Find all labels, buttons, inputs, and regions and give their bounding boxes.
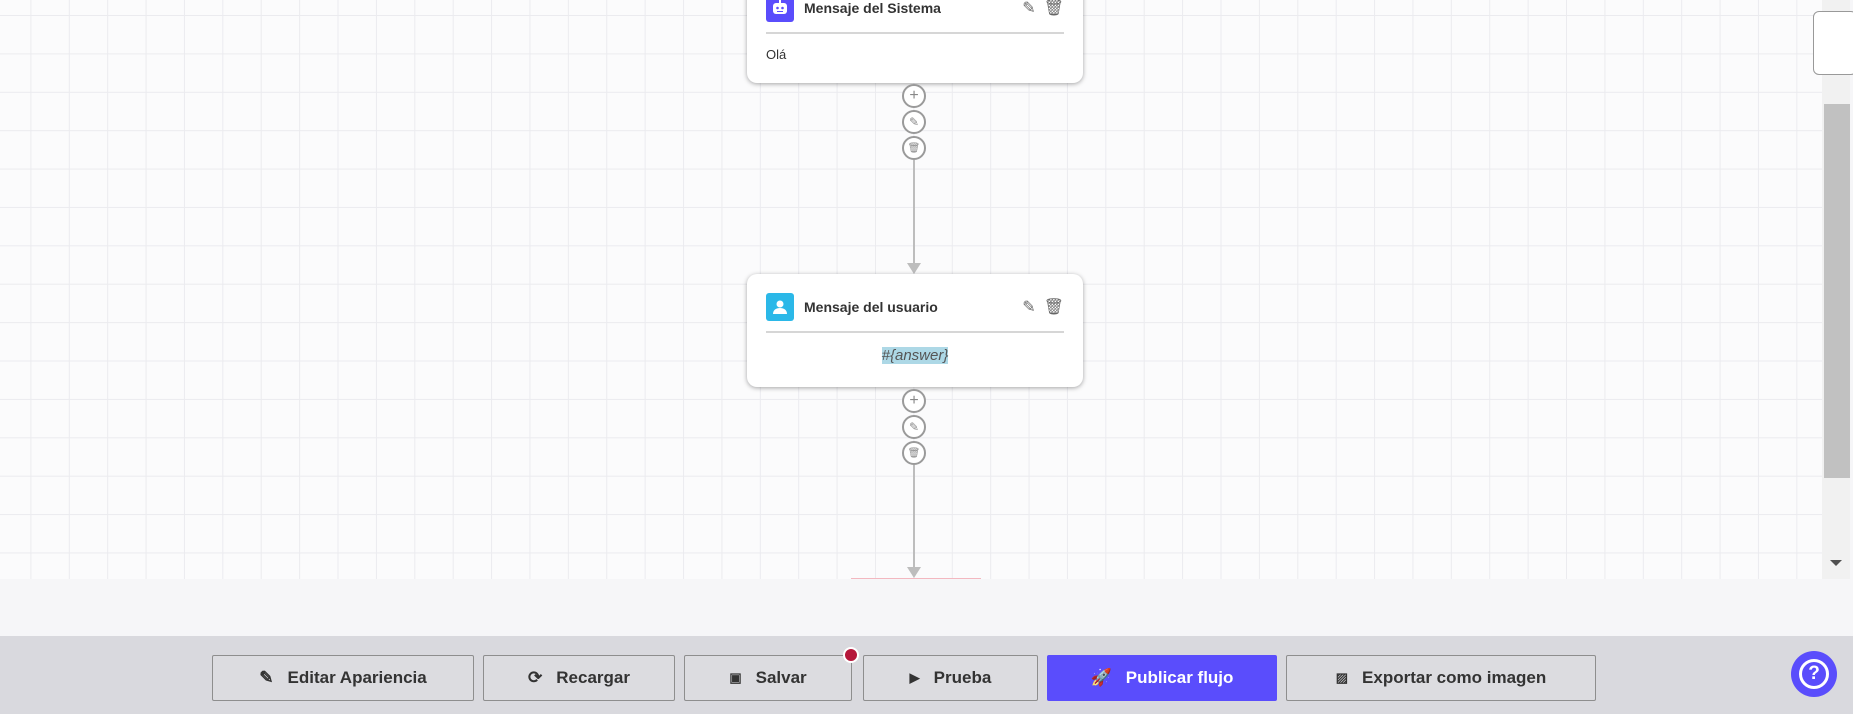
edit-icon: ✎	[259, 668, 274, 687]
edit-connection-button[interactable]: ✎	[902, 415, 926, 439]
button-label: Recargar	[556, 668, 630, 687]
connector-line	[913, 160, 915, 264]
button-label: Editar Apariencia	[287, 668, 427, 687]
add-node-button[interactable]: +	[902, 84, 926, 108]
user-icon	[766, 293, 794, 321]
node-title: Mensaje del usuario	[804, 299, 938, 315]
button-label: Salvar	[755, 668, 807, 687]
trash-icon[interactable]: 🗑	[1043, 299, 1064, 316]
reload-button[interactable]: ⟳ Recargar	[483, 655, 675, 701]
trash-icon: 🗑	[907, 447, 921, 459]
connector-arrow	[907, 567, 921, 578]
unsaved-indicator	[843, 647, 859, 663]
vertical-scrollbar[interactable]	[1822, 0, 1850, 579]
minimap-panel[interactable]	[1813, 11, 1853, 75]
image-icon: ▨	[1335, 670, 1349, 685]
export-image-button[interactable]: ▨ Exportar como imagen	[1286, 655, 1596, 701]
flow-canvas[interactable]: Mensaje del Sistema ✎ 🗑 Olá + ✎ 🗑 Mensaj…	[0, 0, 1822, 579]
refresh-icon: ⟳	[528, 668, 543, 687]
plus-icon: +	[909, 392, 919, 409]
publish-flow-button[interactable]: 🚀 Publicar flujo	[1047, 655, 1277, 701]
help-button[interactable]: ?	[1791, 651, 1837, 697]
connector-arrow	[907, 263, 921, 274]
question-icon: ?	[1799, 659, 1829, 689]
delete-connection-button[interactable]: 🗑	[902, 136, 926, 160]
edit-icon[interactable]: ✎	[1022, 0, 1036, 17]
delete-connection-button[interactable]: 🗑	[902, 441, 926, 465]
bottom-toolbar: ✎ Editar Apariencia ⟳ Recargar ▣ Salvar ▶ Pr…	[0, 636, 1853, 714]
divider	[766, 331, 1064, 333]
pencil-icon: ✎	[908, 115, 920, 129]
rocket-icon: 🚀	[1090, 668, 1112, 687]
node-user-message[interactable]: Mensaje del usuario ✎ 🗑 #{answer}	[747, 274, 1083, 387]
save-icon: ▣	[729, 670, 742, 685]
button-label: Publicar flujo	[1125, 668, 1234, 687]
connector-line	[913, 465, 915, 569]
test-button[interactable]: ▶ Prueba	[863, 655, 1038, 701]
scroll-down-arrow[interactable]	[1830, 560, 1842, 566]
scrollbar-thumb[interactable]	[1824, 104, 1850, 478]
edit-appearance-button[interactable]: ✎ Editar Apariencia	[212, 655, 474, 701]
add-node-button[interactable]: +	[902, 389, 926, 413]
edit-icon[interactable]: ✎	[1022, 299, 1036, 316]
edit-connection-button[interactable]: ✎	[902, 110, 926, 134]
robot-icon	[766, 0, 794, 22]
plus-icon: +	[909, 87, 919, 104]
button-label: Prueba	[933, 668, 992, 687]
button-label: Exportar como imagen	[1362, 668, 1547, 687]
save-button[interactable]: ▣ Salvar	[684, 655, 852, 701]
trash-icon: 🗑	[907, 142, 921, 154]
trash-icon[interactable]: 🗑	[1043, 0, 1064, 17]
play-icon: ▶	[909, 670, 920, 685]
node-body: Olá	[766, 47, 787, 62]
next-node-edge	[851, 578, 981, 579]
node-system-message[interactable]: Mensaje del Sistema ✎ 🗑 Olá	[747, 0, 1083, 83]
answer-variable: #{answer}	[881, 347, 949, 364]
node-title: Mensaje del Sistema	[804, 0, 941, 16]
pencil-icon: ✎	[908, 420, 920, 434]
divider	[766, 32, 1064, 34]
